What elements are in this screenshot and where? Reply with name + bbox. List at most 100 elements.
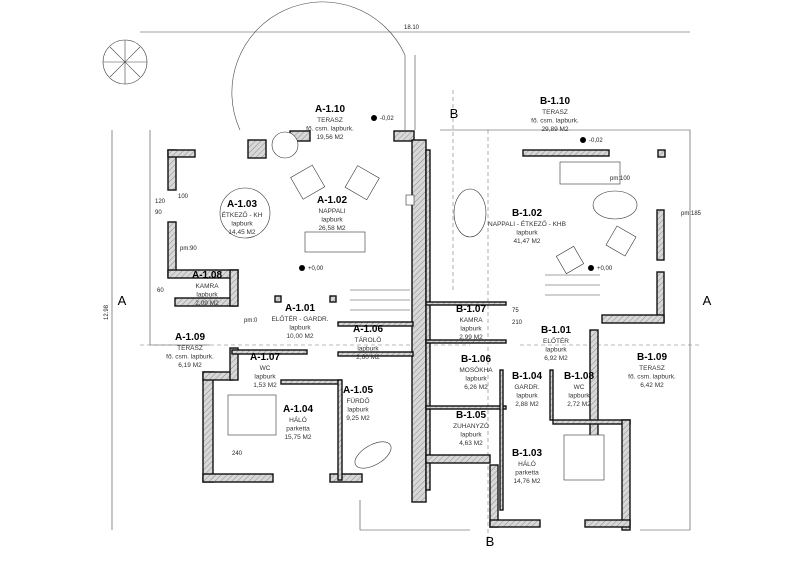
room-code: B-1.01 xyxy=(541,325,571,336)
room-finish: lapburk xyxy=(289,325,311,332)
room-area: 2,99 M2 xyxy=(459,334,483,341)
dimension-label: 120 xyxy=(155,199,166,205)
room-code: B-1.02 xyxy=(512,208,542,219)
room-code: A-1.10 xyxy=(315,104,345,115)
room-name: HÁLÓ xyxy=(518,459,536,468)
room-finish: lapburk xyxy=(347,407,369,414)
room-area: 29,89 M2 xyxy=(541,126,568,133)
room-area: 6,92 M2 xyxy=(544,355,568,362)
room-name: TERASZ xyxy=(177,345,203,352)
room-finish: lapburk xyxy=(568,393,590,400)
room-area: 2,88 M2 xyxy=(515,401,539,408)
section-marker-b-bottom: B xyxy=(486,534,495,549)
room-name: WC xyxy=(574,384,585,391)
dimension-label: pm:185 xyxy=(681,211,702,217)
room-finish: parketta xyxy=(286,426,310,433)
room-finish: lapburk xyxy=(545,347,567,354)
room-code: A-1.07 xyxy=(250,352,280,363)
level-terrace: -0,02 xyxy=(589,138,603,144)
walls xyxy=(167,130,666,531)
room-code: A-1.03 xyxy=(227,199,257,210)
level-floor: +0,00 xyxy=(597,266,613,272)
room-finish: lapburk xyxy=(231,221,253,228)
section-marker-a-left: A xyxy=(118,293,127,308)
room-area: 19,56 M2 xyxy=(316,134,343,141)
dimension-label: 90 xyxy=(155,210,162,216)
overall-width-dimension: 18.10 xyxy=(140,25,690,33)
room-name: WC xyxy=(260,365,271,372)
width-label: 18.10 xyxy=(404,25,420,31)
dimension-label: pm:100 xyxy=(610,176,631,182)
room-area: 15,75 M2 xyxy=(284,434,311,441)
room-code: B-1.03 xyxy=(512,448,542,459)
room-area: 2,72 M2 xyxy=(567,401,591,408)
room-area: 2,09 M2 xyxy=(195,300,219,307)
room-name: ELŐTÉR xyxy=(543,336,569,345)
dimension-label: 210 xyxy=(512,320,523,326)
room-area: 41,47 M2 xyxy=(513,238,540,245)
room-name: MOSÓKHA xyxy=(459,365,493,374)
compass-rose-icon xyxy=(102,39,148,85)
furniture xyxy=(219,131,638,481)
room-name: ELŐTÉR - GARDR. xyxy=(271,314,328,323)
room-code: B-1.08 xyxy=(564,371,594,382)
room-name: GARDR. xyxy=(514,384,539,391)
room-finish: lapburk xyxy=(460,326,482,333)
level-terrace: -0,02 xyxy=(380,116,394,122)
room-finish: lapburk xyxy=(196,292,218,299)
room-name: NAPPALI - ÉTKEZŐ - KHB xyxy=(488,219,566,228)
dimension-label: pm:0 xyxy=(244,318,258,324)
section-marker-b-top: B xyxy=(450,106,459,121)
room-finish: lapburk xyxy=(516,393,538,400)
room-code: B-1.06 xyxy=(461,354,491,365)
room-code: A-1.06 xyxy=(353,324,383,335)
terrace-arc xyxy=(231,1,406,131)
room-name: TÁROLÓ xyxy=(355,335,382,344)
room-finish: lapburk xyxy=(516,230,538,237)
room-area: 14,76 M2 xyxy=(513,478,540,485)
level-floor: +0,00 xyxy=(308,266,324,272)
room-code: A-1.02 xyxy=(317,195,347,206)
room-finish: lapburk xyxy=(321,217,343,224)
room-finish: lapburk xyxy=(254,374,276,381)
room-name: TERASZ xyxy=(317,117,343,124)
room-area: 14,45 M2 xyxy=(228,229,255,236)
depth-label: 12.98 xyxy=(104,304,110,320)
room-area: 2,60 M2 xyxy=(356,354,380,361)
overall-depth-dimension: 12.98 xyxy=(104,130,113,530)
room-name: NAPPALI xyxy=(319,208,346,215)
dimension-label: 75 xyxy=(512,308,519,314)
room-area: 9,25 M2 xyxy=(346,415,370,422)
room-code: A-1.04 xyxy=(283,404,313,415)
room-code: A-1.08 xyxy=(192,270,222,281)
room-name: FÜRDŐ xyxy=(346,396,369,405)
room-name: TERASZ xyxy=(542,109,568,116)
room-finish: fő. csm. lapburk. xyxy=(306,126,354,133)
room-code: B-1.10 xyxy=(540,96,570,107)
room-finish: parketta xyxy=(515,470,539,477)
room-code: A-1.09 xyxy=(175,332,205,343)
room-name: ZUHANYZÓ xyxy=(453,421,489,430)
room-area: 6,42 M2 xyxy=(640,382,664,389)
room-finish: fő. csm. lapburk. xyxy=(628,374,676,381)
room-finish: fő. csm. lapburk. xyxy=(166,354,214,361)
room-name: KAMRA xyxy=(195,283,219,290)
room-area: 6,19 M2 xyxy=(178,362,202,369)
